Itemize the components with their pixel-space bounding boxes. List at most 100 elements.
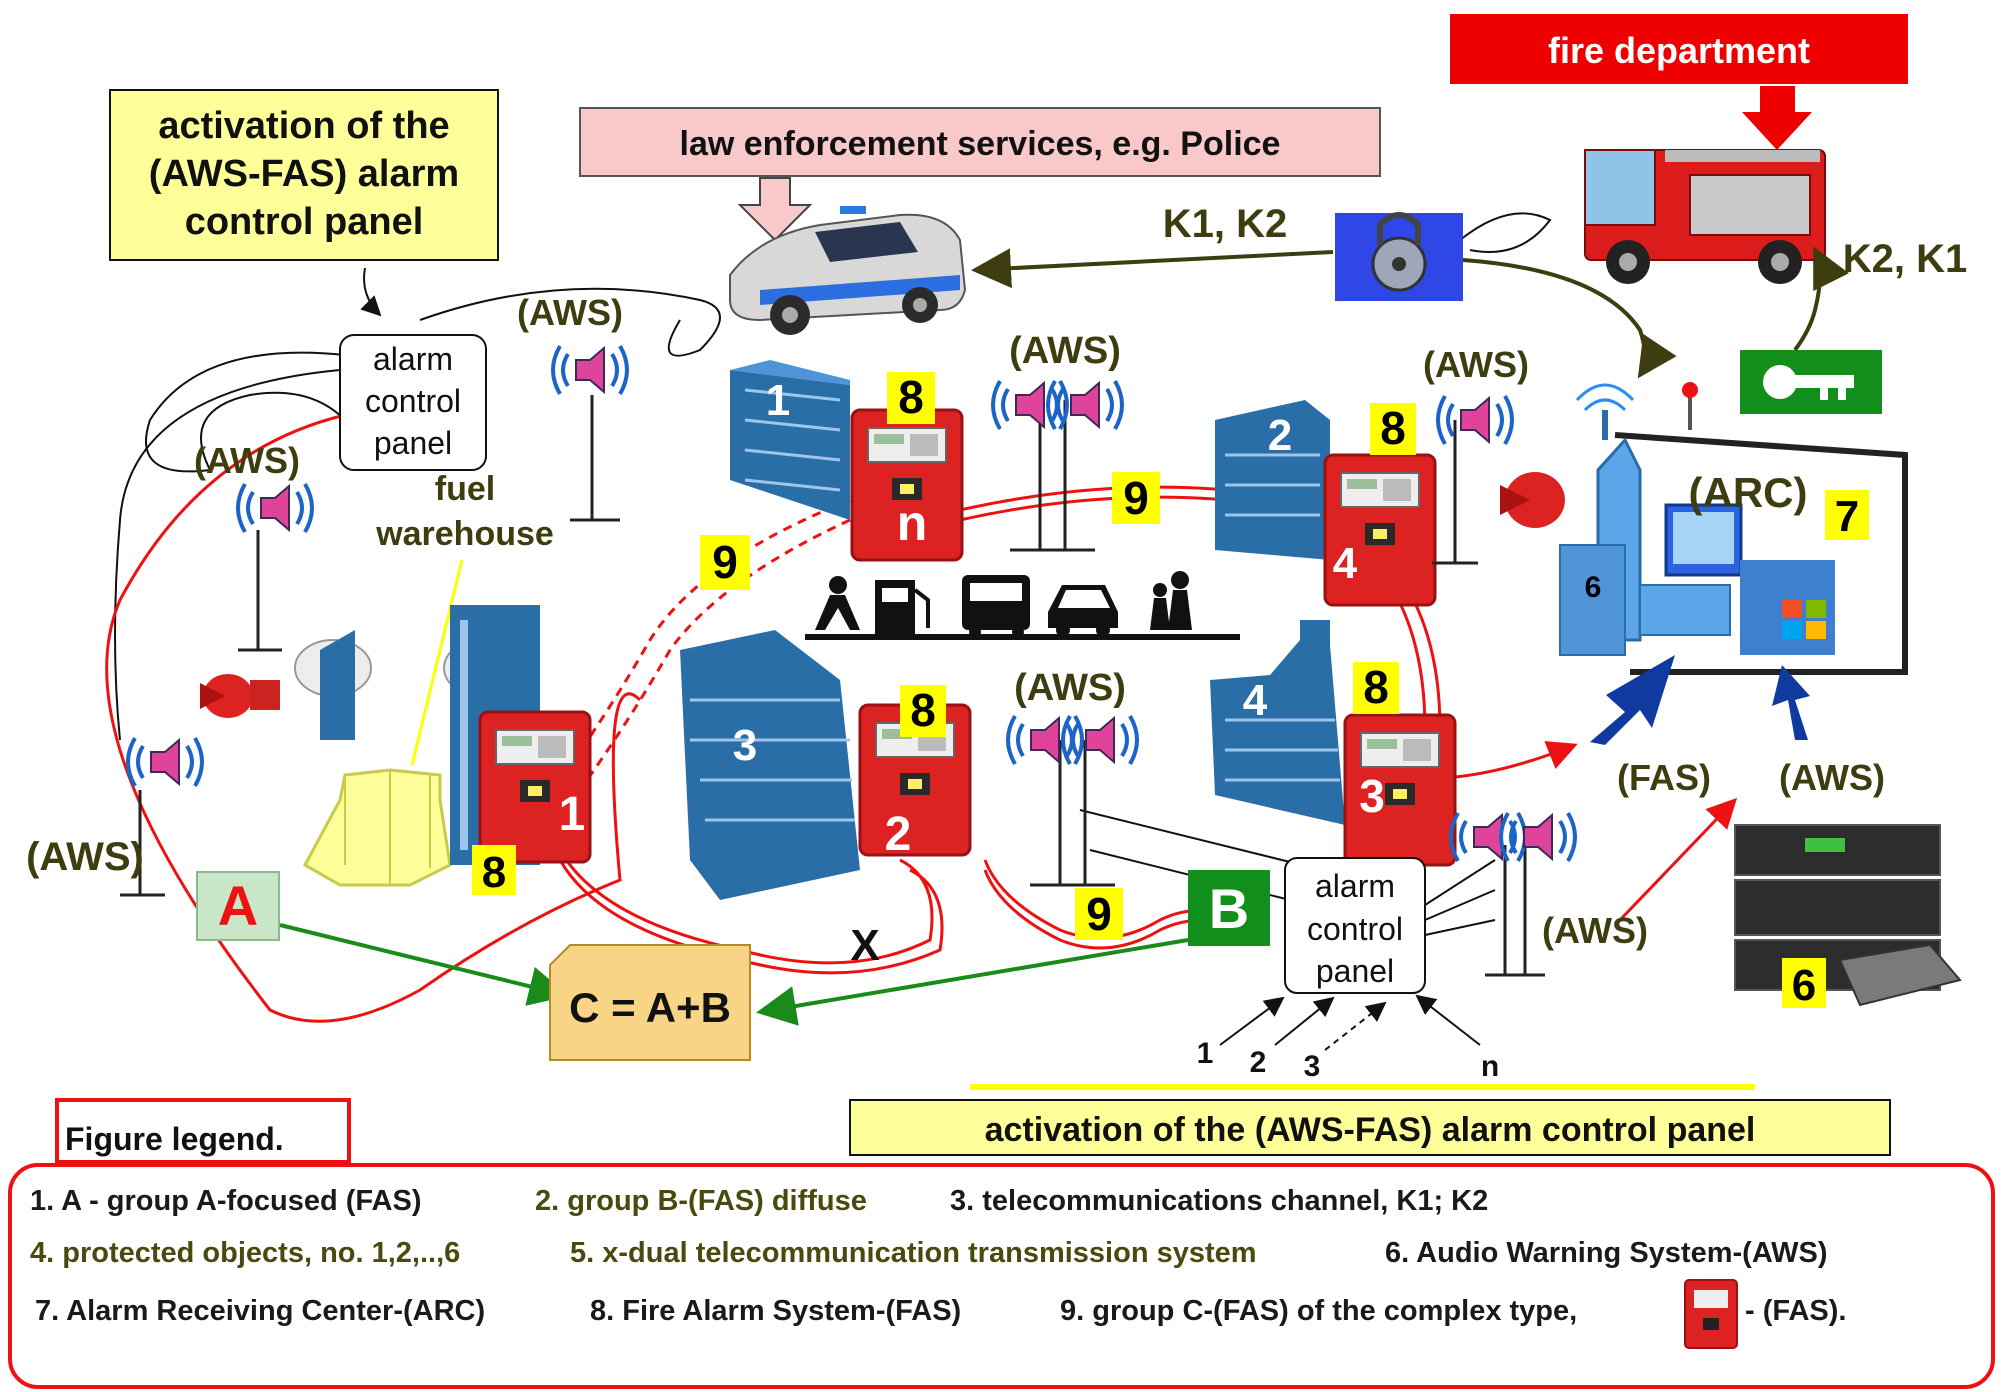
audio-amplifier-icon: [1734, 824, 1962, 1007]
legend-item-5: 5. x-dual telecommunication transmission…: [570, 1237, 1257, 1269]
loudspeaker-mid-bottom: [1006, 714, 1139, 887]
fire-alarm-panel-icon-legend: [1684, 1279, 1738, 1349]
padlock-icon: [1335, 212, 1463, 301]
dashed-lines: [558, 498, 851, 791]
input-2: 2: [1250, 1046, 1267, 1079]
legend-item-2: 2. group B-(FAS) diffuse: [535, 1185, 867, 1217]
input-arrows: [1219, 994, 1481, 1051]
group-c-label: C = A+B: [569, 984, 731, 1031]
fire-alarm-panel-icon-3: 3: [1343, 713, 1457, 867]
input-3: 3: [1304, 1050, 1321, 1083]
fuel-tank-icon: [302, 768, 452, 887]
k-left-arrow: [971, 248, 1334, 289]
arc-label: (ARC): [1689, 469, 1808, 516]
legend-item-4: 4. protected objects, no. 1,2,..,6: [30, 1237, 460, 1269]
law-enforcement-label: law enforcement services, e.g. Police: [680, 125, 1281, 163]
group-a-box: A: [196, 871, 280, 941]
num-9-label-2: 9: [1123, 472, 1149, 524]
fuel-pump-icon: [875, 580, 930, 635]
building-3-number: 3: [733, 721, 757, 770]
fuel-warehouse-line-2: warehouse: [375, 515, 554, 553]
fas-unit-3-number: 3: [1359, 770, 1385, 822]
law-enforcement-callout: law enforcement services, e.g. Police: [579, 107, 1381, 242]
aws-arrow-to-arc: [1772, 665, 1810, 740]
fas-arrow-to-arc: [1590, 655, 1675, 745]
panel-right-line-1: alarm: [1315, 868, 1395, 904]
fas-8-label-3: 8: [1363, 661, 1389, 713]
activation-bottom-label: activation of the (AWS-FAS) alarm contro…: [985, 1111, 1756, 1149]
group-b-box: B: [1188, 870, 1270, 946]
car-icon: [1048, 585, 1118, 637]
aws-label-3: (AWS): [26, 835, 144, 879]
arc-number: 7: [1835, 492, 1859, 541]
fas-8-label-4: 8: [1380, 402, 1406, 454]
fire-alarm-panel-icon-4: 4: [1323, 453, 1437, 607]
loudspeaker-left-1: [551, 344, 629, 522]
fas-8-label-n: 8: [898, 371, 924, 423]
fas-8-label-2: 8: [910, 684, 936, 736]
bus-icon: [962, 575, 1030, 638]
fire-truck-icon: [1584, 149, 1826, 284]
building-4-number: 4: [1243, 676, 1268, 725]
loudspeaker-left-2: [236, 482, 314, 652]
group-a-label: A: [218, 874, 258, 937]
street-scene: [805, 571, 1240, 640]
building-5-number: 5: [542, 635, 564, 679]
fuel-warehouse-line-1: fuel: [435, 470, 495, 508]
panel-left-line-3: panel: [374, 425, 452, 461]
building-1: 1: [730, 360, 850, 520]
arc-room: 6: [1500, 382, 1908, 675]
aws-label-7: (AWS): [1542, 910, 1648, 951]
legend-item-6: 6. Audio Warning System-(AWS): [1385, 1237, 1828, 1269]
alarm-control-panel-left: alarm control panel: [339, 334, 487, 471]
loudspeaker-mid-top: [991, 379, 1124, 552]
activation-top-line-1: activation of the: [158, 105, 449, 147]
key-icon: [1740, 350, 1882, 414]
legend-row-1: 1. A - group A-focused (FAS) 2. group B-…: [30, 1185, 1488, 1217]
legend-item-8: 8. Fire Alarm System-(FAS): [590, 1295, 961, 1327]
figure-legend: Figure legend. 1. A - group A-focused (F…: [8, 1098, 1995, 1389]
loudspeaker-left-3: [120, 736, 204, 897]
group-c-box: C = A+B: [549, 944, 751, 1061]
num-9-label-3: 9: [1086, 888, 1112, 940]
antenna-icon: [1575, 383, 1642, 642]
fire-department-callout: fire department: [1450, 14, 1908, 150]
fire-alarm-panel-icon-2: 2: [858, 703, 972, 861]
fas-unit-1-number: 1: [559, 788, 586, 841]
aws-label-4: (AWS): [1009, 330, 1121, 372]
building-2: 2: [1215, 400, 1330, 560]
siren-icon: [1500, 472, 1565, 528]
arc-antenna-number: 6: [1585, 571, 1602, 604]
aws-label-2: (AWS): [194, 440, 300, 481]
building-3: 3: [680, 630, 860, 900]
fire-department-label: fire department: [1548, 30, 1810, 71]
num-9-label-1: 9: [712, 536, 738, 588]
activation-callout-top: activation of the (AWS-FAS) alarm contro…: [109, 89, 499, 261]
fas-unit-2-number: 2: [885, 808, 912, 861]
aws-label-1: (AWS): [517, 292, 623, 333]
k2-k1-label: K2, K1: [1843, 237, 1968, 281]
legend-title: Figure legend.: [65, 1121, 284, 1157]
fire-alarm-panel-icon-1: 1: [478, 710, 592, 864]
aws-label-6: (AWS): [1014, 667, 1126, 709]
fas-unit-4-number: 4: [1333, 539, 1358, 588]
k1-k2-label: K1, K2: [1163, 202, 1288, 246]
siren-icon-left: [200, 674, 280, 718]
activation-callout-bottom: activation of the (AWS-FAS) alarm contro…: [849, 1099, 1891, 1156]
input-n: n: [1481, 1050, 1499, 1083]
panel-left-line-1: alarm: [373, 341, 453, 377]
legend-item-1: 1. A - group A-focused (FAS): [30, 1185, 422, 1217]
fas-unit-n-number: n: [897, 495, 928, 551]
windows-server-icon: [1740, 560, 1835, 655]
group-b-label: B: [1209, 877, 1249, 940]
input-1: 1: [1197, 1037, 1214, 1070]
legend-item-9-suffix: - (FAS).: [1745, 1295, 1847, 1327]
red-arrow-aws: [1618, 797, 1738, 922]
aws-label-5: (AWS): [1423, 344, 1529, 385]
police-car-icon: [729, 206, 967, 335]
building-1-number: 1: [766, 376, 790, 425]
alarm-control-panel-right: alarm control panel: [1284, 857, 1426, 994]
legend-item-9: 9. group C-(FAS) of the complex type,: [1060, 1295, 1577, 1327]
legend-item-7: 7. Alarm Receiving Center-(ARC): [35, 1295, 485, 1327]
loudspeaker-right-bottom: [1449, 811, 1577, 977]
